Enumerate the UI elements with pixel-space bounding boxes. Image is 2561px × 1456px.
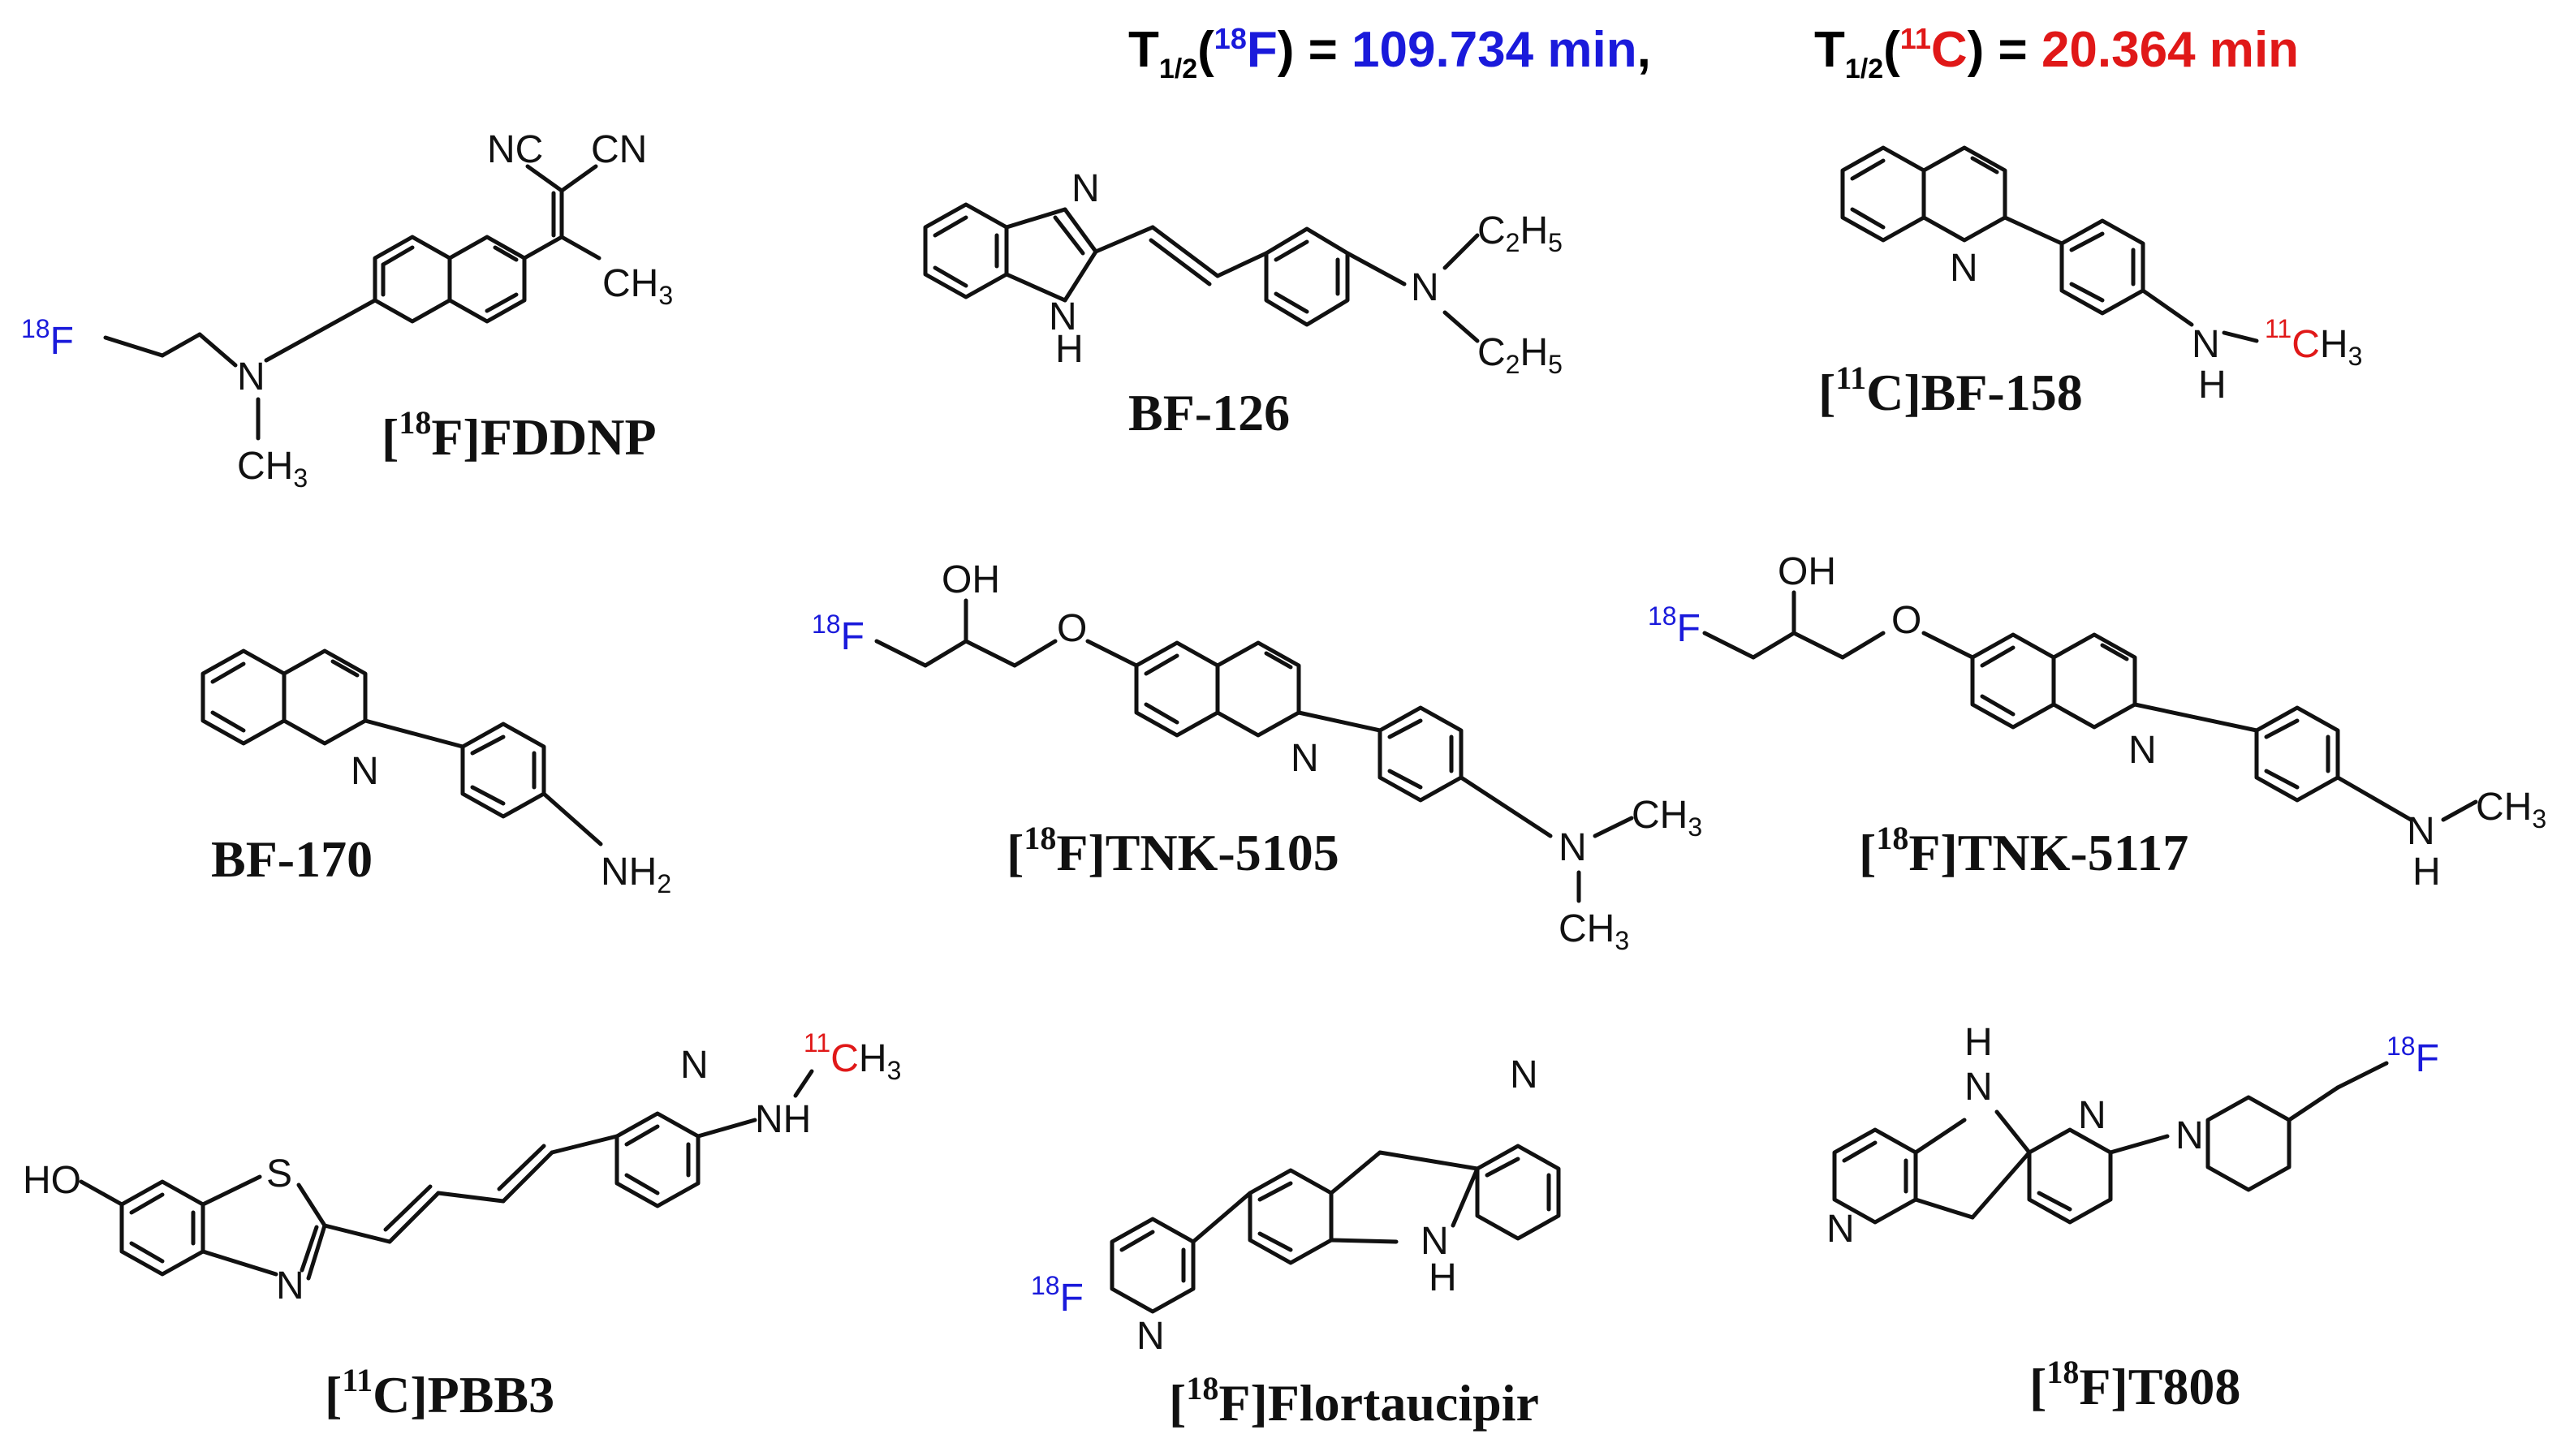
atom-n-dimethyl: N bbox=[1559, 826, 1587, 869]
atom-ho: HO bbox=[23, 1159, 81, 1202]
atom-nh-imidazole: N bbox=[1049, 295, 1077, 338]
structure-bf170: N NH2 bbox=[200, 648, 671, 898]
atom-h-imidazole: H bbox=[1964, 1021, 1993, 1064]
atom-n-azacarbazole: N bbox=[1510, 1053, 1538, 1096]
atom-n-methyl: N bbox=[2192, 323, 2220, 366]
atom-nh-imidazole: N bbox=[1964, 1066, 1993, 1109]
atom-11ch3: 11CH3 bbox=[804, 1028, 901, 1085]
structure-bf126: N N H N C2H5 C2H5 bbox=[923, 167, 1563, 379]
atom-ch3: CH3 bbox=[2476, 786, 2546, 834]
atom-n-quinoline: N bbox=[351, 750, 379, 793]
atom-n-quinoline: N bbox=[2128, 729, 2157, 772]
atom-n-piperidine: N bbox=[2175, 1114, 2204, 1157]
atom-ch3-b: CH3 bbox=[1559, 907, 1629, 955]
atom-s: S bbox=[266, 1152, 292, 1195]
atom-h-imidazole: H bbox=[1055, 328, 1084, 371]
atom-18f: 18F bbox=[1648, 601, 1701, 650]
atom-nh-carbazole: N bbox=[1421, 1220, 1449, 1263]
label-tnk5105: [18F]TNK-5105 bbox=[1007, 820, 1339, 881]
atom-h-amine: H bbox=[2412, 851, 2441, 894]
atom-n-imidazole: N bbox=[1071, 167, 1100, 210]
atom-c2h5-a: C2H5 bbox=[1477, 209, 1563, 257]
label-bf126: BF-126 bbox=[1128, 384, 1290, 442]
atom-n-pyridine: N bbox=[680, 1044, 709, 1087]
label-bf170: BF-170 bbox=[211, 830, 373, 888]
atom-n-pyrimidine: N bbox=[2078, 1094, 2106, 1137]
atom-nh2: NH2 bbox=[601, 851, 671, 898]
atom-n-pyridine: N bbox=[1826, 1208, 1855, 1251]
atom-n-quinoline: N bbox=[1291, 737, 1319, 780]
label-fddnp: [18F]FDDNP bbox=[382, 404, 657, 466]
atom-oh: OH bbox=[942, 558, 1000, 601]
half-life-header-c11: T1/2(11C) = 20.364 min bbox=[1814, 22, 2299, 84]
atom-18f: 18F bbox=[2386, 1032, 2439, 1080]
atom-ch3: CH3 bbox=[602, 262, 673, 310]
atom-oh: OH bbox=[1778, 550, 1836, 593]
label-pbb3: [11C]PBB3 bbox=[325, 1362, 554, 1424]
atom-18f: 18F bbox=[21, 314, 74, 363]
atom-c2h5-b: C2H5 bbox=[1477, 331, 1563, 379]
half-life-header: T1/2(18F) = 109.734 min, bbox=[1128, 22, 1651, 84]
atom-ch3-b: CH3 bbox=[237, 445, 308, 493]
atom-o: O bbox=[1891, 599, 1921, 642]
atom-n-thiazole: N bbox=[276, 1264, 304, 1307]
atom-nc: NC bbox=[487, 128, 543, 171]
atom-11ch3: 11CH3 bbox=[2265, 314, 2362, 371]
atom-h-carbazole: H bbox=[1429, 1256, 1457, 1299]
atom-nh: NH bbox=[755, 1098, 811, 1141]
structure-flortaucipir: N 18F N H N bbox=[1031, 1053, 1561, 1358]
atom-n-quinoline: N bbox=[1950, 247, 1978, 290]
atom-h-amine: H bbox=[2198, 364, 2227, 407]
structure-tnk5117: 18F OH O N N H CH3 bbox=[1648, 550, 2546, 894]
structure-tnk5105: 18F OH O N N CH3 CH3 bbox=[812, 558, 1702, 955]
atom-o: O bbox=[1057, 607, 1087, 650]
label-tnk5117: [18F]TNK-5117 bbox=[1859, 820, 2188, 881]
structure-fddnp: NC CN CH3 N CH3 18F bbox=[21, 128, 673, 493]
atom-n-methylamine: N bbox=[2407, 810, 2435, 853]
label-flortaucipir: [18F]Flortaucipir bbox=[1169, 1370, 1539, 1432]
atom-n: N bbox=[237, 355, 265, 398]
atom-18f: 18F bbox=[1031, 1271, 1084, 1320]
structure-pbb3: HO S N N NH 11CH3 bbox=[23, 1028, 901, 1307]
structure-bf158: N N H 11CH3 bbox=[1840, 145, 2362, 407]
atom-cn: CN bbox=[591, 128, 647, 171]
label-bf158: [11C]BF-158 bbox=[1818, 360, 2083, 421]
atom-n-diethyl: N bbox=[1411, 266, 1439, 309]
atom-ch3-a: CH3 bbox=[1632, 794, 1702, 842]
label-t808: [18F]T808 bbox=[2029, 1354, 2240, 1415]
atom-n-pyridine: N bbox=[1136, 1315, 1165, 1358]
atom-18f: 18F bbox=[812, 610, 864, 658]
structure-t808: N H N N N 18F bbox=[1826, 1021, 2439, 1251]
